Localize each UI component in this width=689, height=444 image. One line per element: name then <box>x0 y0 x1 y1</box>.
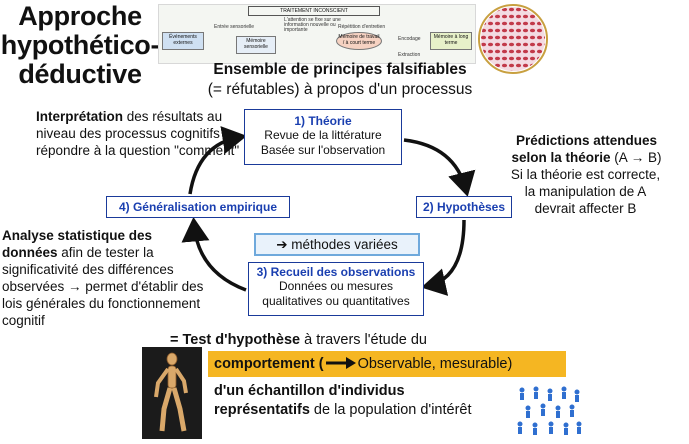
echantillon-text: d'un échantillon d'individus représentat… <box>214 382 514 420</box>
predictions-rest-1: (A → B) <box>610 150 662 165</box>
recueil-heading: 3) Recueil des observations <box>256 265 416 279</box>
interpretation-bold: Interprétation <box>36 109 124 124</box>
theory-line-2: Basée sur l'observation <box>260 143 386 157</box>
echant-rest: de la population d'intérêt <box>309 402 472 418</box>
mini-box-stimuli: Événements externes <box>162 32 204 50</box>
memory-model-diagram <box>158 4 476 64</box>
test-line: = Test d'hypothèse à travers l'étude du <box>170 331 590 349</box>
mini-note-retrieval: Extraction <box>398 52 421 58</box>
comp-bold: comportement ( <box>214 356 324 372</box>
theory-heading: 1) Théorie <box>294 114 352 128</box>
arrow-recueil-to-generalisation <box>181 217 247 292</box>
interpretation-rest: des résultats au niveau des processus co… <box>36 109 240 158</box>
analyse-note: Analyse statistique des données afin de … <box>2 227 208 329</box>
theory-line-1: Revue de la littérature <box>264 128 382 142</box>
arrow-hypotheses-to-recueil <box>421 219 466 296</box>
test-rest: à travers l'étude du <box>300 332 427 348</box>
page-title: Approche hypothético- déductive <box>0 2 160 89</box>
predictions-bold-1: Prédictions attendues <box>515 133 658 148</box>
recueil-line-2: qualitatives ou quantitatives <box>262 294 410 308</box>
mini-box-longterm: Mémoire à long terme <box>430 32 472 50</box>
generalisation-box: 4) Généralisation empirique <box>106 196 290 218</box>
mini-box-sensory: Mémoire sensorielle <box>236 36 276 54</box>
echant-bold: d'un échantillon d'individus <box>214 383 405 399</box>
mini-note-attention: L'attention se fixe sur une information … <box>284 17 341 33</box>
recueil-box: 3) Recueil des observations Données ou m… <box>248 262 424 316</box>
title-line-2: hypothético- <box>0 30 160 60</box>
test-bold: = Test d'hypothèse <box>170 332 301 348</box>
title-line-1: Approche <box>18 1 142 31</box>
interpretation-note: Interprétation des résultats au niveau d… <box>36 108 246 159</box>
echant-bold-2: représentatifs <box>214 402 310 418</box>
comportement-banner: comportement ( Observable, mesurable) <box>208 351 566 377</box>
analyse-rest: afin de tester la significativité des di… <box>2 245 204 328</box>
predictions-bold-2: selon la théorie <box>511 150 611 165</box>
mini-note-encoding: Encodage <box>398 36 421 42</box>
subtitle: Ensemble de principes falsifiables (= ré… <box>190 60 490 100</box>
mini-box-working: Mémoire de travail / à court terme <box>336 32 382 50</box>
cells-image <box>478 4 548 74</box>
mini-top-label: TRAITEMENT INCONSCIENT <box>248 6 380 16</box>
mini-note-entry: Entrée sensorielle <box>214 24 255 30</box>
arrow-icon <box>325 357 356 369</box>
predictions-note: Prédictions attendues selon la théorie (… <box>484 132 689 217</box>
theory-box: 1) Théorie Revue de la littérature Basée… <box>244 109 402 165</box>
analyse-bold: Analyse statistique des données <box>2 228 153 260</box>
comp-rest: Observable, mesurable) <box>357 356 513 372</box>
title-line-3: déductive <box>18 59 142 89</box>
mannequin-image <box>142 347 202 439</box>
subtitle-bold: Ensemble de principes falsifiables <box>213 61 467 78</box>
subtitle-rest: (= réfutables) à propos d'un processus <box>207 81 473 98</box>
people-crowd-icon <box>514 384 584 438</box>
arrow-generalisation-to-theory <box>188 126 247 195</box>
mini-note-rehearsal: Répétition d'entretien <box>338 24 386 30</box>
recueil-line-1: Données ou mesures <box>278 279 394 293</box>
predictions-rest-2: Si la théorie est correcte, la manipulat… <box>510 167 661 216</box>
hypotheses-box: 2) Hypothèses <box>416 196 512 218</box>
methodes-label: ➔ méthodes variées <box>254 233 420 256</box>
arrow-theory-to-hypotheses <box>403 138 476 197</box>
